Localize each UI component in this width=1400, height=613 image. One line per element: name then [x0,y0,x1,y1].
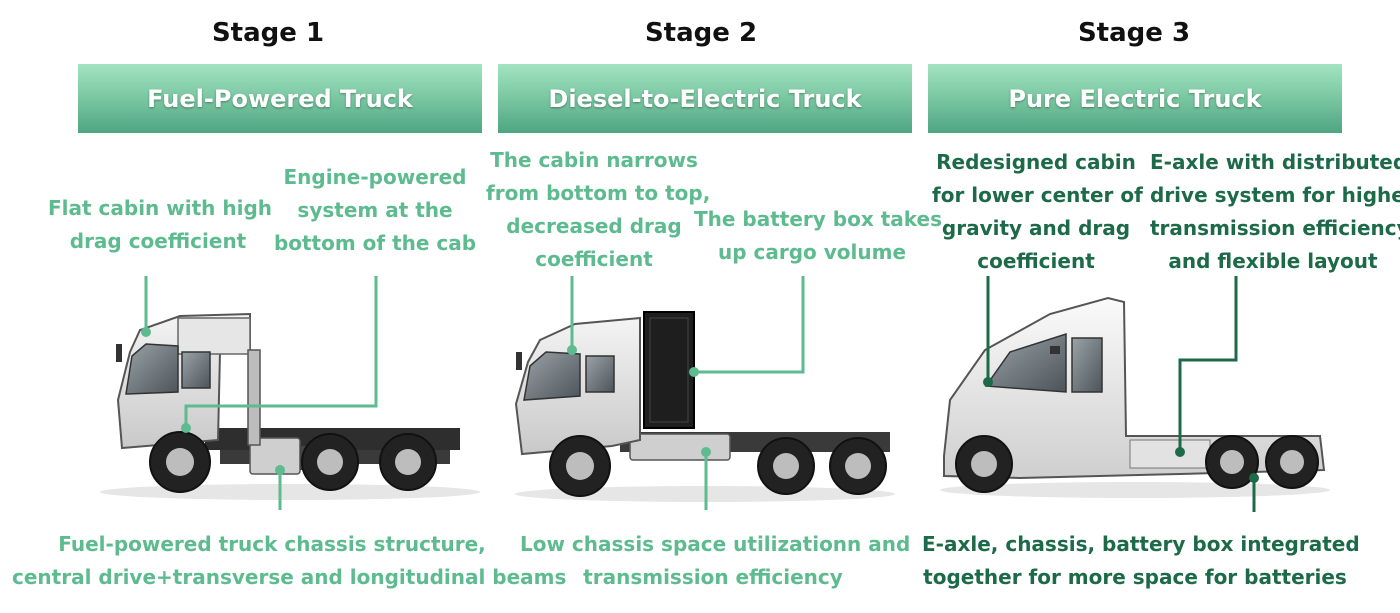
text-line: for lower center of [932,183,1143,207]
text-line: and flexible layout [1168,249,1378,273]
electric-truck-illustration [940,296,1330,498]
stage-2-label-narrow-cabin: The cabin narrows from bottom to top, de… [486,144,711,276]
text-line: E-axle, chassis, battery box integrated [922,532,1360,556]
text-line: decreased drag [506,214,682,238]
text-line: E-axle with distributed [1150,150,1400,174]
stage-1-banner-text: Fuel-Powered Truck [147,84,413,113]
text-line: central drive+transverse and longitudina… [12,565,567,589]
stage-1-banner: Fuel-Powered Truck [78,64,482,133]
text-line: Fuel-powered truck chassis structure, [58,532,486,556]
text-line: The battery box takes [694,207,942,231]
stage-1-label-engine-system: Engine-powered system at the bottom of t… [270,161,480,260]
stage-2-caption: Low chassis space utilizationn and trans… [520,528,911,594]
stage-2-leader-lines [570,276,805,510]
text-line: Flat cabin with high [48,196,273,220]
stage-3-caption: E-axle, chassis, battery box integrated … [922,528,1360,594]
text-line: Engine-powered [283,165,467,189]
text-line: transmission efficiency [1150,216,1400,240]
text-line: drag coefficient [69,229,247,253]
stage-2-banner: Diesel-to-Electric Truck [498,64,912,133]
stage-3-banner: Pure Electric Truck [928,64,1342,133]
text-line: together for more space for batteries [923,565,1347,589]
stage-3-label-e-axle: E-axle with distributed drive system for… [1150,146,1400,278]
stage-3-title: Stage 3 [1077,18,1191,48]
stage-1-title: Stage 1 [211,18,325,48]
text-line: bottom of the cab [273,231,477,255]
stage-1-caption: Fuel-powered truck chassis structure, ce… [12,528,567,594]
text-line: from bottom to top, [486,181,711,205]
stage-2-label-battery-box: The battery box takes up cargo volume [694,203,942,269]
text-line: Redesigned cabin [936,150,1136,174]
text-line: Low chassis space utilizationn and [520,532,911,556]
text-line: coefficient [535,247,653,271]
text-line: system at the [297,198,453,222]
fuel-truck-illustration [100,312,480,500]
stage-2-title: Stage 2 [644,18,758,48]
stage-1-leader-lines [144,276,378,510]
stage-2-banner-text: Diesel-to-Electric Truck [548,84,862,113]
leader-engine-system [184,276,378,428]
leader-e-axle [1178,276,1238,452]
stage-3-label-redesigned-cabin: Redesigned cabin for lower center of gra… [932,146,1143,278]
stage-1-label-flat-cabin: Flat cabin with high drag coefficient [48,192,273,258]
text-line: coefficient [977,249,1095,273]
text-line: up cargo volume [717,240,907,264]
text-line: drive system for higher [1150,183,1400,207]
leader-battery-box [694,276,805,374]
stage-3-banner-text: Pure Electric Truck [1008,84,1262,113]
text-line: transmission efficiency [583,565,843,589]
text-line: The cabin narrows [490,148,698,172]
text-line: gravity and drag [941,216,1131,240]
stage-3-leader-lines [986,276,1256,512]
diesel-electric-truck-illustration [514,311,895,502]
